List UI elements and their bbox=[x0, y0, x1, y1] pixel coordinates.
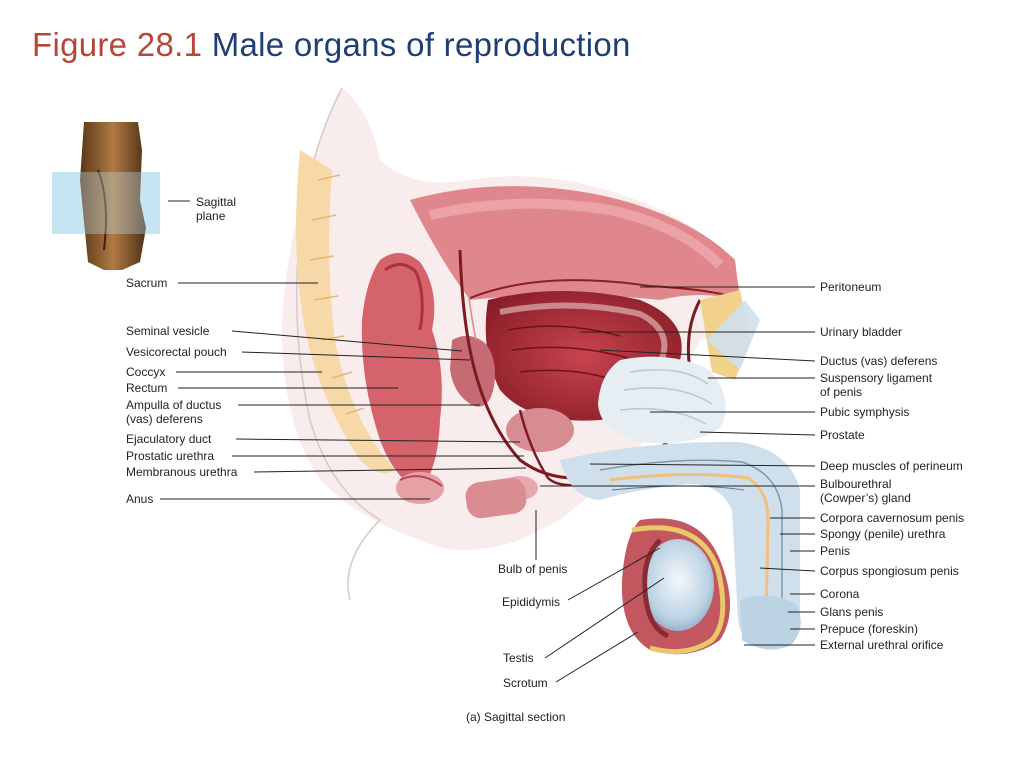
scrotum-testis bbox=[621, 518, 730, 655]
bottom-labels: Bulb of penis Epididymis Testis Scrotum … bbox=[466, 562, 567, 724]
label-deep-muscles: Deep muscles of perineum bbox=[820, 459, 963, 473]
label-ampulla: Ampulla of ductus(vas) deferens bbox=[126, 398, 221, 426]
label-membranous-urethra: Membranous urethra bbox=[126, 465, 238, 479]
label-prepuce: Prepuce (foreskin) bbox=[820, 622, 918, 636]
label-ejaculatory-duct: Ejaculatory duct bbox=[126, 432, 212, 446]
label-bulbourethral-gland: Bulbourethral(Cowper’s) gland bbox=[820, 477, 911, 505]
label-penis: Penis bbox=[820, 544, 850, 558]
sagittal-plane-inset bbox=[52, 122, 160, 270]
label-coccyx: Coccyx bbox=[126, 365, 165, 379]
label-anus: Anus bbox=[126, 492, 153, 506]
leader-lines bbox=[160, 200, 816, 683]
label-corpus-spongiosum: Corpus spongiosum penis bbox=[820, 564, 959, 578]
label-scrotum: Scrotum bbox=[503, 676, 548, 690]
label-external-urethral-orifice: External urethral orifice bbox=[820, 638, 944, 652]
figure-title: Figure 28.1 Male organs of reproduction bbox=[32, 26, 631, 64]
label-prostate: Prostate bbox=[820, 428, 865, 442]
label-bulb-of-penis: Bulb of penis bbox=[498, 562, 567, 576]
label-corpora-cavernosum: Corpora cavernosum penis bbox=[820, 511, 964, 525]
label-rectum: Rectum bbox=[126, 381, 167, 395]
label-pubic-symphysis: Pubic symphysis bbox=[820, 405, 909, 419]
penis-section bbox=[560, 441, 801, 650]
label-prostatic-urethra: Prostatic urethra bbox=[126, 449, 214, 463]
label-ductus-deferens: Ductus (vas) deferens bbox=[820, 354, 937, 368]
label-sacrum: Sacrum bbox=[126, 276, 167, 290]
label-spongy-urethra: Spongy (penile) urethra bbox=[820, 527, 946, 541]
figure-caption: (a) Sagittal section bbox=[466, 710, 565, 724]
prostate-urethra bbox=[465, 408, 601, 519]
figure-title-text: Male organs of reproduction bbox=[211, 26, 631, 63]
label-peritoneum: Peritoneum bbox=[820, 280, 881, 294]
label-urinary-bladder: Urinary bladder bbox=[820, 325, 902, 339]
label-testis: Testis bbox=[503, 651, 534, 665]
label-seminal-vesicle: Seminal vesicle bbox=[126, 324, 210, 338]
label-vesicorectal-pouch: Vesicorectal pouch bbox=[126, 345, 227, 359]
right-labels: Peritoneum Urinary bladder Ductus (vas) … bbox=[820, 280, 964, 652]
label-glans-penis: Glans penis bbox=[820, 605, 883, 619]
label-epididymis: Epididymis bbox=[502, 595, 560, 609]
label-corona: Corona bbox=[820, 587, 860, 601]
figure-number: Figure 28.1 bbox=[32, 26, 203, 63]
